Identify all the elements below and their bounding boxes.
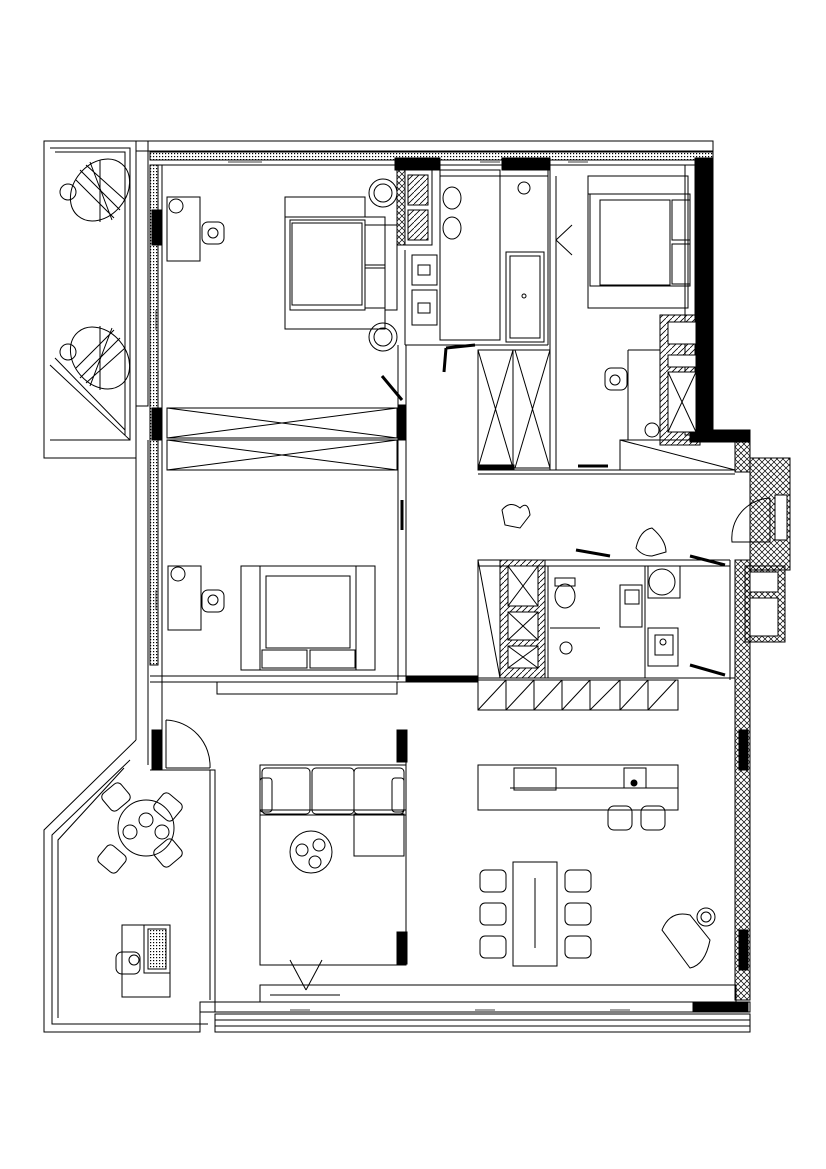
balcony-bottom-left: [43, 739, 216, 1033]
door-leaves: [380, 343, 726, 677]
exterior-walls: [135, 140, 791, 1033]
dining-furniture: [479, 861, 716, 969]
living-room-furniture: [259, 764, 737, 1003]
hallway-items: [501, 497, 771, 557]
bathroom-1-fixtures: [411, 181, 573, 326]
kitchen-furniture: [477, 764, 679, 831]
doors: [165, 719, 216, 1000]
master-bedroom-furniture: [587, 175, 691, 438]
balcony-1-furniture: [59, 158, 131, 390]
bathroom-2-fixtures: [550, 577, 674, 656]
window-sliders: [155, 161, 630, 1011]
balcony-top-left: [43, 140, 137, 459]
balcony-2-furniture: [97, 782, 183, 998]
bedroom-1-furniture: [166, 178, 398, 352]
bedroom-2-furniture: [167, 565, 376, 671]
